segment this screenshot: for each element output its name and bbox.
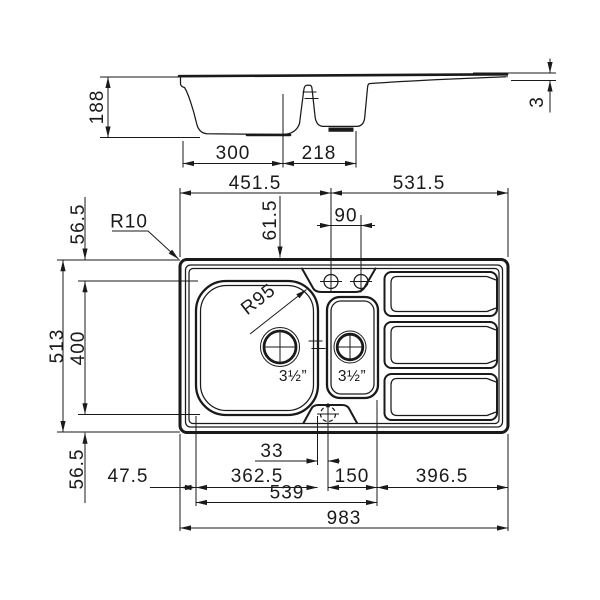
dim-profile-edge-thickness: 3: [473, 58, 556, 113]
tap-hole-1: [320, 270, 342, 293]
dim-profile-bowl-widths: 300 218: [182, 94, 357, 168]
profile-outline: [179, 76, 507, 136]
dim-label-drainer-width: 396.5: [416, 466, 469, 487]
dim-label-half-bowl-width: 150: [335, 466, 370, 487]
tap-hole-1-cross: [320, 270, 342, 293]
dim-label-bowls-span: 539: [270, 483, 305, 504]
dim-label-main-bowl-width: 300: [216, 143, 251, 164]
sink-rim-inner-2: [188, 267, 500, 425]
half-drain-size-label: 3½”: [338, 368, 366, 385]
rib-outer: [383, 373, 498, 421]
sink-rim-inner-1: [184, 264, 504, 428]
half-drain-cross: [336, 333, 364, 361]
rib-outer: [383, 321, 498, 369]
dim-rim-corner-radius: R10: [110, 212, 179, 260]
dim-label-right-span: 531.5: [393, 173, 446, 194]
bottom-deck-notch: [302, 404, 358, 424]
main-drain: 3½”: [260, 327, 307, 385]
sink-rim-outer: [178, 258, 510, 434]
half-bowl-inner: [330, 300, 375, 395]
main-drain-size-label: 3½”: [279, 368, 307, 385]
rib-outer: [383, 271, 498, 317]
dim-label-bottom-margin: 56.5: [67, 449, 88, 490]
main-drain-ring: [262, 329, 298, 365]
dim-label-rim-radius: R10: [110, 212, 148, 233]
plan-dimensions-left: 56.5 513 400 56.5: [47, 197, 200, 503]
dim-label-main-bowl-width: 362.5: [231, 466, 284, 487]
drainboard-rib-2: [383, 321, 498, 369]
rib-inner: [390, 275, 497, 313]
dim-label-tap-offset: 61.5: [260, 200, 281, 241]
dim-label-edge-thickness: 3: [527, 96, 548, 108]
dim-label-top-margin: 56.5: [68, 204, 89, 245]
rib-inner: [390, 377, 497, 417]
leader-line: [112, 230, 179, 260]
rib-inner: [390, 325, 497, 365]
dim-label-left-span: 451.5: [229, 173, 282, 194]
dim-label-overall-width: 983: [327, 508, 362, 529]
main-drain-cross: [265, 332, 295, 362]
profile-worktop-line: [177, 73, 509, 78]
tap-hole-2: [350, 270, 372, 293]
dim-bowl-corner-radius: R95: [237, 280, 307, 335]
half-drain-outer: [333, 330, 367, 364]
dim-label-tap-spacing: 90: [334, 206, 357, 227]
tap-hole-2-cross: [350, 270, 372, 293]
plan-view: 3½” 3½” R10: [110, 212, 510, 434]
dim-label-half-bowl-width: 218: [302, 143, 337, 164]
main-drain-outer: [260, 327, 300, 367]
plan-dimensions-bottom: 33 47.5 362.5 150 396.5 539 983: [108, 400, 509, 531]
dim-label-left-offset: 47.5: [108, 466, 149, 487]
leader-line: [249, 289, 307, 335]
tap-deck-notch: [301, 267, 377, 293]
half-bowl: [325, 295, 380, 400]
dim-label-bowl-gap: 33: [260, 441, 283, 462]
profile-view: 188 300 218 3: [87, 58, 556, 168]
dim-label-bowl-depth: 400: [68, 331, 89, 366]
plan-dimensions-top: 451.5 531.5 90 61.5: [179, 173, 509, 274]
drainboard-rib-1: [383, 271, 498, 317]
dim-profile-depth: 188: [87, 76, 200, 138]
half-drain: 3½”: [333, 330, 367, 385]
drainboard-rib-3: [383, 373, 498, 421]
dim-label-overall-depth: 513: [47, 329, 68, 364]
dim-label-depth: 188: [87, 90, 108, 125]
